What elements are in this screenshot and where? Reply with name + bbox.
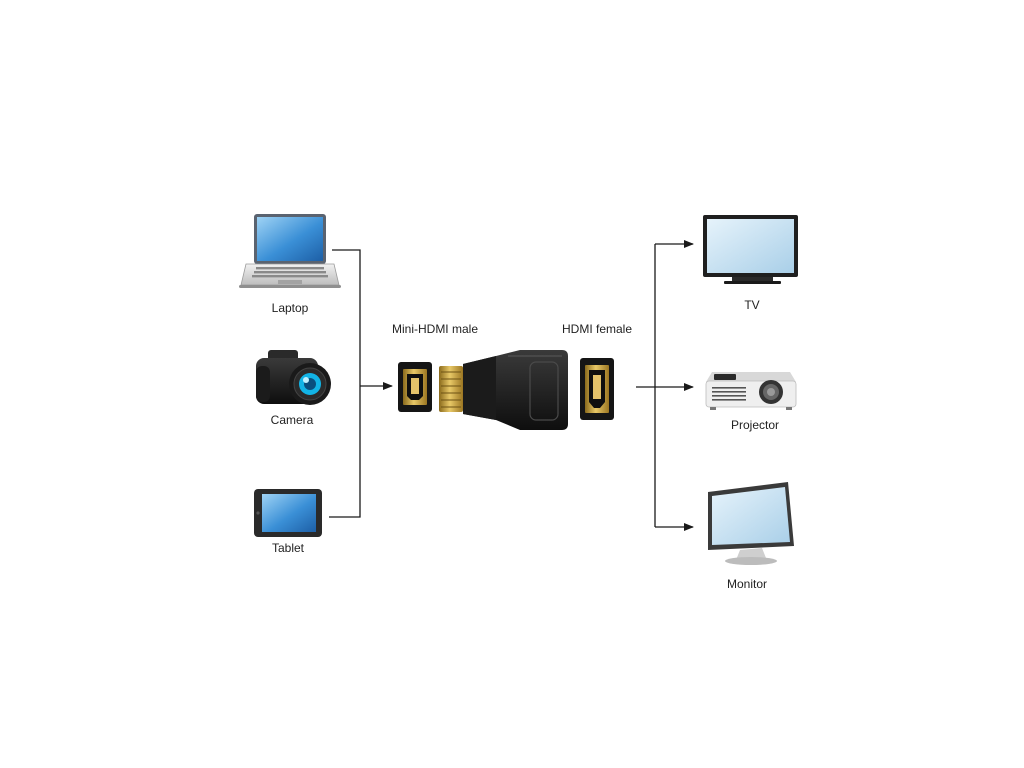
mini-hdmi-male-port: [398, 362, 432, 412]
tablet-icon: [254, 489, 322, 537]
monitor-icon: [708, 482, 794, 565]
camera-icon: [256, 350, 331, 405]
projector-icon: [706, 372, 796, 410]
camera-label: Camera: [252, 413, 332, 427]
destination-connector-lines: [636, 244, 693, 527]
tv-icon: [703, 215, 798, 284]
mini-hdmi-male-label: Mini-HDMI male: [380, 322, 490, 336]
laptop-label: Laptop: [250, 301, 330, 315]
tablet-label: Tablet: [248, 541, 328, 555]
hdmi-female-port: [580, 358, 614, 420]
source-connector-lines: [329, 250, 392, 517]
projector-label: Projector: [715, 418, 795, 432]
tv-label: TV: [712, 298, 792, 312]
monitor-label: Monitor: [707, 577, 787, 591]
laptop-icon: [239, 214, 341, 288]
hdmi-adapter-body: [439, 350, 568, 430]
hdmi-female-label: HDMI female: [552, 322, 642, 336]
